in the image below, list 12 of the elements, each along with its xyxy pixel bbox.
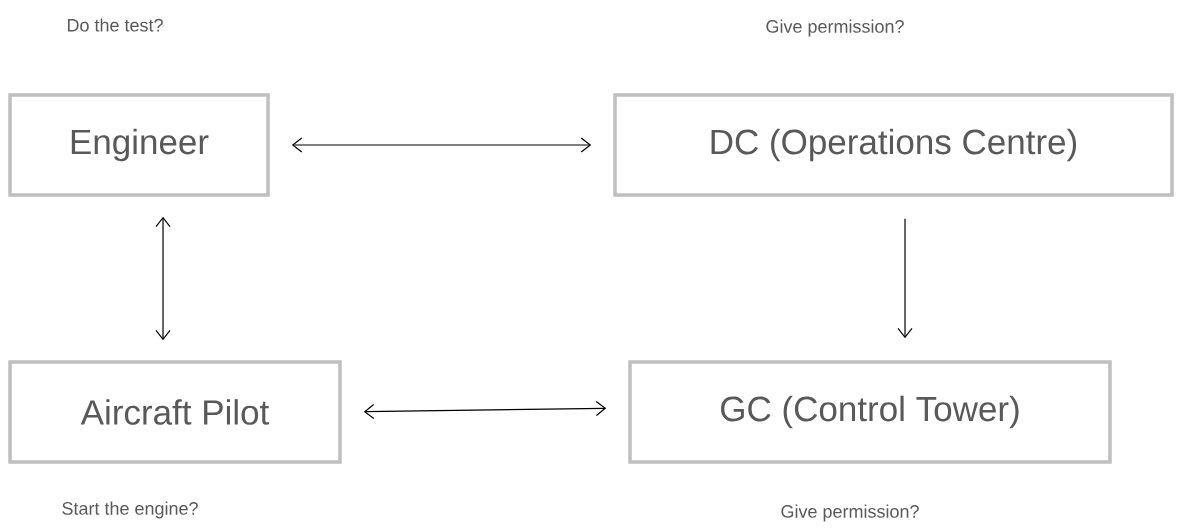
question-text: Start the engine? bbox=[62, 501, 198, 519]
arrow bbox=[291, 137, 592, 153]
question-text: Give permission? bbox=[766, 19, 904, 37]
process-box: DC (Operations Centre) bbox=[613, 93, 1174, 197]
process-box: Engineer bbox=[8, 93, 270, 197]
process-box: GC (Control Tower) bbox=[628, 360, 1112, 464]
question-text: Give permission? bbox=[781, 504, 919, 522]
arrow bbox=[363, 400, 607, 420]
question-text: Do the test? bbox=[67, 18, 163, 32]
arrow bbox=[897, 218, 913, 339]
process-box: Aircraft Pilot bbox=[8, 360, 342, 464]
arrow bbox=[155, 216, 171, 341]
